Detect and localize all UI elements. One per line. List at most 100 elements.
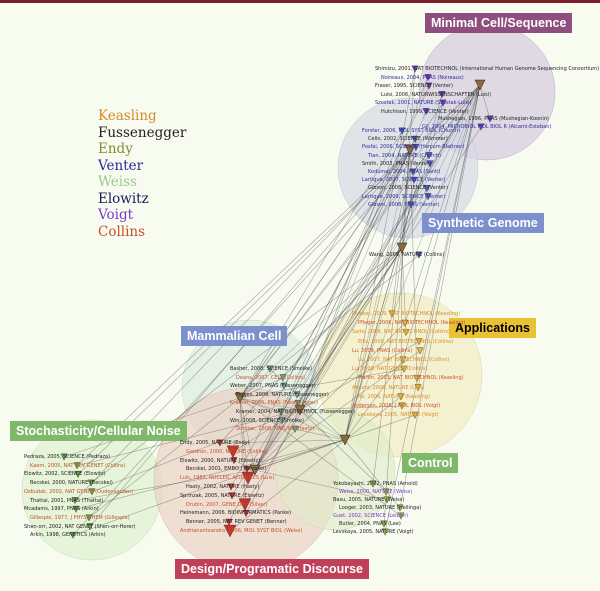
node-label-genome: Posfai, 2006, SCIENCE (Harcum-Blattner) bbox=[362, 144, 465, 151]
citation-edge bbox=[401, 102, 444, 249]
node-label-mammalian: Kramer, 2005, PNAS (Fussenegger) bbox=[230, 400, 319, 407]
publication-node bbox=[388, 310, 396, 318]
legend-item-collins: Collins bbox=[98, 223, 146, 240]
cluster-label-applications: Applications bbox=[449, 318, 537, 338]
publication-node bbox=[425, 152, 433, 160]
publication-node bbox=[72, 505, 80, 513]
citation-edge bbox=[299, 409, 387, 493]
hub-publication-node bbox=[396, 242, 408, 254]
legend-item-fussenegger: Fussenegger bbox=[98, 124, 187, 141]
node-label-minimal: Noireaux, 2004, PNAS (Noireaux) bbox=[381, 74, 464, 81]
citation-edge bbox=[239, 247, 403, 399]
node-label-mammalian: Deans, 2007, CELL (Collins) bbox=[236, 374, 306, 381]
legend-item-weiss: Weiss bbox=[98, 174, 137, 190]
citation-edge bbox=[239, 397, 249, 479]
publication-node bbox=[486, 115, 494, 123]
cluster-label-mammalian-cell: Mammalian Cell bbox=[181, 326, 288, 346]
citation-edge bbox=[409, 149, 429, 197]
citation-edge bbox=[254, 414, 416, 471]
node-label-design: Hasty, 2002, NATURE (Hasty) bbox=[186, 484, 260, 490]
citation-edge bbox=[280, 409, 301, 413]
node-label-stochastic: Kaern, 2005, NAT REV GENET (Collins) bbox=[30, 462, 126, 469]
node-label-genome: Kodumal, 2004, PNAS (Santi) bbox=[368, 169, 441, 175]
citation-edge bbox=[239, 397, 402, 517]
node-label-genome: Tian, 2004, NATURE (Church) bbox=[368, 152, 441, 159]
publication-node bbox=[227, 483, 235, 491]
node-label-stochastic: Mcadams, 1997, PNAS (Arkin) bbox=[24, 506, 99, 513]
publication-node bbox=[225, 518, 233, 526]
publication-node bbox=[216, 439, 224, 447]
node-label-stochastic: Pedraza, 2005, SCIENCE (Pedraza) bbox=[24, 454, 111, 460]
node-label-minimal: Luisi, 2006, NATURWISSENSCHAFTEN (Luisi) bbox=[381, 91, 492, 98]
citation-edge bbox=[412, 84, 481, 173]
publication-node bbox=[71, 497, 79, 505]
cluster-label-design: Design/Programatic Discourse bbox=[175, 559, 370, 579]
node-label-stochastic: Becskei, 2000, NATURE (Becskei) bbox=[30, 480, 113, 487]
publication-node bbox=[422, 108, 430, 116]
citation-edge bbox=[401, 180, 415, 249]
publication-node bbox=[369, 480, 377, 488]
citation-edge bbox=[344, 359, 404, 441]
node-label-design: Luis, 1982, NUCLEIC ACIDS RES (Luis) bbox=[180, 475, 275, 482]
publication-node bbox=[293, 391, 301, 399]
citation-edge bbox=[401, 68, 416, 249]
citation-edge bbox=[244, 247, 403, 505]
citation-edge bbox=[76, 409, 301, 466]
cluster-label-synthetic-genome: Synthetic Genome bbox=[422, 213, 544, 233]
node-label-genome: Smith, 2003, PNAS (Venter) bbox=[362, 160, 431, 167]
node-label-control: Looger, 2003, NATURE (Hellinga) bbox=[339, 505, 422, 511]
node-label-genome: Forster, 2006, MOL SYST BIOL (Church) bbox=[362, 128, 461, 134]
citation-edge bbox=[299, 77, 429, 411]
node-label-genome: Wang, 2009, NATURE (Collins) bbox=[369, 252, 445, 258]
node-label-design: Gardner, 2000, NATURE (Collins) bbox=[186, 448, 268, 455]
citation-edge bbox=[400, 247, 403, 397]
citation-edge bbox=[239, 155, 430, 399]
citation-edge bbox=[409, 111, 427, 151]
node-label-applications: Lu, 2007, NAT BIOTECHNOL (Collins) bbox=[358, 357, 450, 363]
publication-node bbox=[402, 329, 410, 337]
citation-edge bbox=[269, 368, 346, 441]
citation-edge bbox=[417, 84, 481, 388]
node-label-mammalian: Weber, 2007, PNAS (Fussenegger) bbox=[230, 383, 316, 390]
publication-node bbox=[416, 347, 424, 355]
citation-edge bbox=[344, 94, 443, 441]
citation-edge bbox=[230, 149, 411, 488]
publication-node bbox=[398, 127, 406, 135]
publication-node bbox=[414, 384, 422, 392]
node-label-minimal: Gil, 2004, MICROBIOL MOL BIOL R (Alcami-… bbox=[422, 124, 552, 130]
citation-edge bbox=[246, 439, 346, 470]
citation-edge bbox=[76, 149, 411, 466]
node-label-applications: Levskaya, 2005, NATURE (Voigt) bbox=[358, 412, 439, 419]
node-label-applications: Martin, 2003, NAT BIOTECHNOL (Keasling) bbox=[358, 375, 464, 382]
publication-node bbox=[223, 524, 237, 538]
hub-publication-node bbox=[234, 392, 246, 404]
legend-item-endy: Endy bbox=[98, 141, 133, 157]
citation-edge bbox=[74, 469, 256, 501]
node-label-minimal: Fraser, 1995, SCIENCE (Venter) bbox=[375, 83, 454, 89]
node-label-mammalian: Stricker, 2008, NATURE (Hasty) bbox=[236, 426, 315, 433]
node-label-minimal: Szostak, 2001, NATURE (Szostak-Luisi) bbox=[375, 100, 472, 106]
publication-node bbox=[74, 471, 82, 479]
publication-node bbox=[424, 74, 432, 82]
publication-node bbox=[279, 374, 287, 382]
citation-edge bbox=[232, 409, 301, 453]
citation-edge bbox=[254, 84, 481, 471]
node-label-genome: Lartigue, 2007, SCIENCE (Venter) bbox=[362, 177, 446, 184]
publication-node bbox=[397, 393, 405, 401]
node-label-design: Endy, 2005, NATURE (Endy) bbox=[180, 440, 250, 446]
citation-edge bbox=[344, 147, 417, 441]
publication-node bbox=[398, 402, 406, 410]
node-label-applications: Lu, 2009, PNAS (Collins) bbox=[352, 347, 413, 354]
citation-edge bbox=[299, 247, 403, 411]
citation-edge bbox=[254, 322, 406, 471]
citation-edge bbox=[239, 397, 282, 413]
node-label-design: Sprinzak, 2005, NATURE (Elowitz) bbox=[180, 492, 264, 499]
cluster-label-stochasticity: Stochasticity/Cellular Noise bbox=[10, 421, 187, 441]
node-label-mammalian: Basher, 2008, SCIENCE (Smolke) bbox=[230, 366, 312, 372]
citation-edge bbox=[239, 397, 301, 411]
citation-edge bbox=[401, 126, 482, 249]
citation-edge bbox=[383, 149, 411, 525]
citation-edge bbox=[254, 139, 416, 471]
node-label-design: Becskei, 2001, EMBO J (Becskei) bbox=[186, 466, 267, 473]
citation-edge bbox=[254, 85, 430, 471]
